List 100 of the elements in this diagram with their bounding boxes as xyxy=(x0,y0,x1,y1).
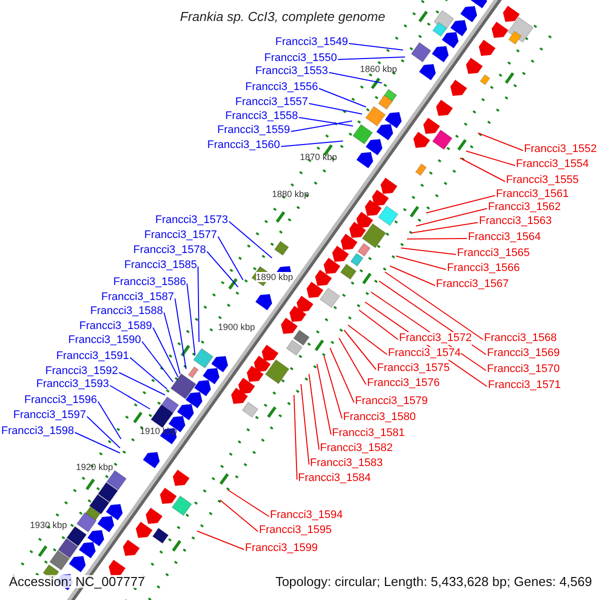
leader-line xyxy=(294,394,298,480)
leader-line xyxy=(396,256,446,270)
gene-label: Francci3_1558 xyxy=(225,110,298,123)
leader-line xyxy=(358,310,398,340)
gene-label: Francci3_1590 xyxy=(68,334,141,347)
gene-label: Francci3_1565 xyxy=(457,247,530,260)
gene-label: Francci3_1598 xyxy=(1,425,74,438)
leader-line xyxy=(220,500,258,532)
leader-line xyxy=(198,266,200,342)
gene-label: Francci3_1599 xyxy=(245,542,318,555)
leader-line xyxy=(110,385,150,410)
leader-line xyxy=(74,432,120,454)
leader-line xyxy=(344,330,376,370)
gene-label: Francci3_1578 xyxy=(133,244,206,257)
scale-tick-label: 1930 kbp xyxy=(30,520,68,530)
leader-line xyxy=(206,251,238,288)
gene-label: Francci3_1587 xyxy=(101,291,174,304)
gene-label: Francci3_1561 xyxy=(496,188,569,201)
gene-label: Francci3_1564 xyxy=(468,231,541,244)
leader-line xyxy=(228,490,270,517)
gene-label: Francci3_1581 xyxy=(332,427,405,440)
leader-line xyxy=(460,158,506,182)
gene-label: Francci3_1593 xyxy=(36,378,109,391)
scale-tick-label: 1900 kbp xyxy=(218,322,256,332)
leader-line xyxy=(338,338,366,385)
gene-label: Francci3_1552 xyxy=(524,143,597,156)
gene-label: Francci3_1585 xyxy=(124,259,197,272)
accession-note: Accession: NC_007777 xyxy=(9,575,145,588)
gene-label: Francci3_1595 xyxy=(259,524,332,537)
gene-label: Francci3_1584 xyxy=(298,472,371,485)
scale-tick-label: 1880 kbp xyxy=(272,189,310,199)
leader-line xyxy=(86,416,120,448)
gene-label: Francci3_1557 xyxy=(235,96,308,109)
gene-label: Francci3_1568 xyxy=(484,332,557,345)
leader-line xyxy=(406,238,468,240)
gene-label: Francci3_1583 xyxy=(310,457,383,470)
scale-tick-label: 1890 kbp xyxy=(256,272,294,282)
leader-line xyxy=(290,120,352,132)
leader-line xyxy=(466,150,516,166)
leader-line xyxy=(280,140,344,147)
leader-line xyxy=(384,272,484,340)
gene-label: Francci3_1560 xyxy=(207,139,280,152)
leader-line xyxy=(218,236,244,280)
gene-label: Francci3_1569 xyxy=(487,347,560,360)
leader-line xyxy=(174,298,186,370)
leader-line xyxy=(186,283,196,356)
genome-summary-note: Topology: circular; Length: 5,433,628 bp; Genes: 4,569 xyxy=(275,575,592,588)
gene-label: Francci3_1567 xyxy=(436,278,509,291)
leader-line xyxy=(142,341,174,382)
leader-line xyxy=(318,88,366,108)
gene-label: Francci3_1579 xyxy=(355,395,428,408)
leader-line xyxy=(426,195,496,214)
leader-line xyxy=(348,324,388,355)
scale-tick-label: 1860 kbp xyxy=(360,64,398,74)
gene-label: Francci3_1553 xyxy=(255,65,328,78)
leader-line xyxy=(118,372,166,396)
leader-line xyxy=(416,208,488,226)
gene-label: Francci3_1574 xyxy=(388,347,461,360)
gene-label: Francci3_1597 xyxy=(13,409,86,422)
gene-label: Francci3_1554 xyxy=(516,158,589,171)
scale-tick-label: 1920 kbp xyxy=(76,462,114,472)
gene-label: Francci3_1571 xyxy=(488,379,561,392)
gene-label: Francci3_1562 xyxy=(488,201,561,214)
gene-label: Francci3_1559 xyxy=(217,124,290,137)
gene-label: Francci3_1582 xyxy=(320,442,393,455)
leader-line xyxy=(308,103,362,114)
leader-line xyxy=(152,327,178,378)
leader-line xyxy=(196,530,244,550)
leader-line xyxy=(308,374,320,450)
gene-label: Francci3_1556 xyxy=(245,81,318,94)
gene-label: Francci3_1591 xyxy=(56,350,129,363)
gene-label: Francci3_1596 xyxy=(24,394,97,407)
gene-label: Francci3_1570 xyxy=(487,363,560,376)
gene-label: Francci3_1594 xyxy=(270,509,343,522)
scale-tick-label: 1870 kbp xyxy=(300,152,338,162)
gene-label: Francci3_1580 xyxy=(343,411,416,424)
leader-line xyxy=(300,384,310,465)
leader-line xyxy=(400,248,456,255)
title: Frankia sp. CcI3, complete genome xyxy=(180,10,386,23)
gene-label: Francci3_1555 xyxy=(506,174,579,187)
leader-line xyxy=(130,357,168,390)
leader-line xyxy=(410,222,478,234)
leader-line xyxy=(328,72,382,84)
leader-line xyxy=(298,117,354,126)
gene-label: Francci3_1575 xyxy=(377,362,450,375)
gene-label: Francci3_1550 xyxy=(264,52,337,65)
gene-label: Francci3_1573 xyxy=(155,214,228,227)
leader-line xyxy=(228,221,272,258)
gene-label: Francci3_1592 xyxy=(45,365,118,378)
gene-label: Francci3_1577 xyxy=(144,229,217,242)
gene-label: Francci3_1588 xyxy=(90,305,163,318)
leader-line xyxy=(478,132,524,151)
leader-line xyxy=(330,348,354,403)
gene-label: Francci3_1566 xyxy=(447,262,520,275)
leader-line xyxy=(324,356,342,419)
leader-line xyxy=(98,401,122,440)
leader-line xyxy=(390,266,436,286)
leader-line xyxy=(164,312,180,374)
gene-label: Francci3_1589 xyxy=(79,320,152,333)
gene-label: Francci3_1563 xyxy=(479,215,552,228)
